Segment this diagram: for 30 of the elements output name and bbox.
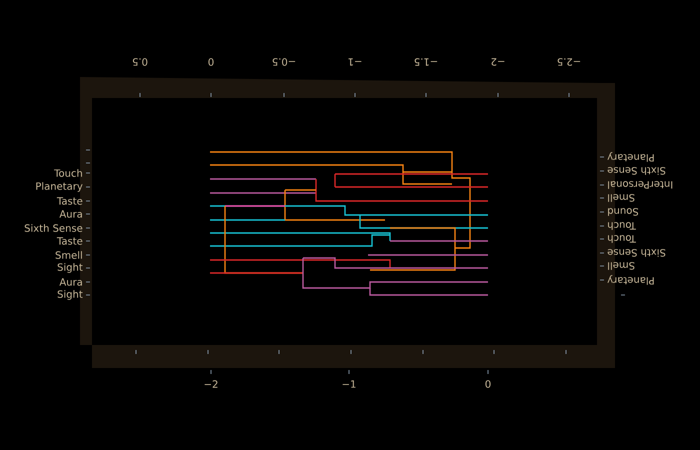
tick-label: Planetary	[608, 275, 654, 285]
tick-label: Taste	[56, 197, 82, 205]
tick-label: Taste	[56, 237, 82, 245]
tick-label: InterPersonal	[608, 181, 672, 189]
tick-label: Smell	[56, 251, 82, 259]
tick-label: 0	[208, 58, 214, 66]
tick-label: Smell	[608, 262, 634, 270]
tick-label: Aura	[59, 210, 82, 218]
tick-label: −2	[492, 58, 504, 66]
tick-label: −2.5	[558, 58, 580, 66]
tick-label: Sixth Sense	[608, 167, 666, 175]
tick-label: Touch	[608, 222, 636, 230]
tick-label: Touch	[54, 169, 82, 177]
tick-label: Sound	[608, 208, 638, 216]
tick-label: −1	[348, 58, 362, 66]
tick-label: 0	[485, 380, 491, 388]
tick-label: −1	[342, 380, 356, 388]
tick-label: Planetary	[608, 152, 654, 162]
tick-label: 0.5	[132, 58, 148, 66]
tick-label: Sight	[58, 263, 83, 273]
tick-label: Planetary	[36, 182, 83, 192]
tick-label: Sixth Sense	[24, 224, 82, 232]
tick-label: Smell	[608, 194, 634, 202]
tick-label: −1.5	[414, 58, 438, 66]
tick-label: Aura	[59, 278, 82, 286]
tick-label: −0.5	[272, 58, 296, 66]
tick-label: Touch	[608, 235, 636, 243]
tick-label: −2	[204, 380, 218, 388]
tick-label: Sight	[58, 290, 83, 300]
tick-label: Sixth Sense	[608, 249, 666, 257]
